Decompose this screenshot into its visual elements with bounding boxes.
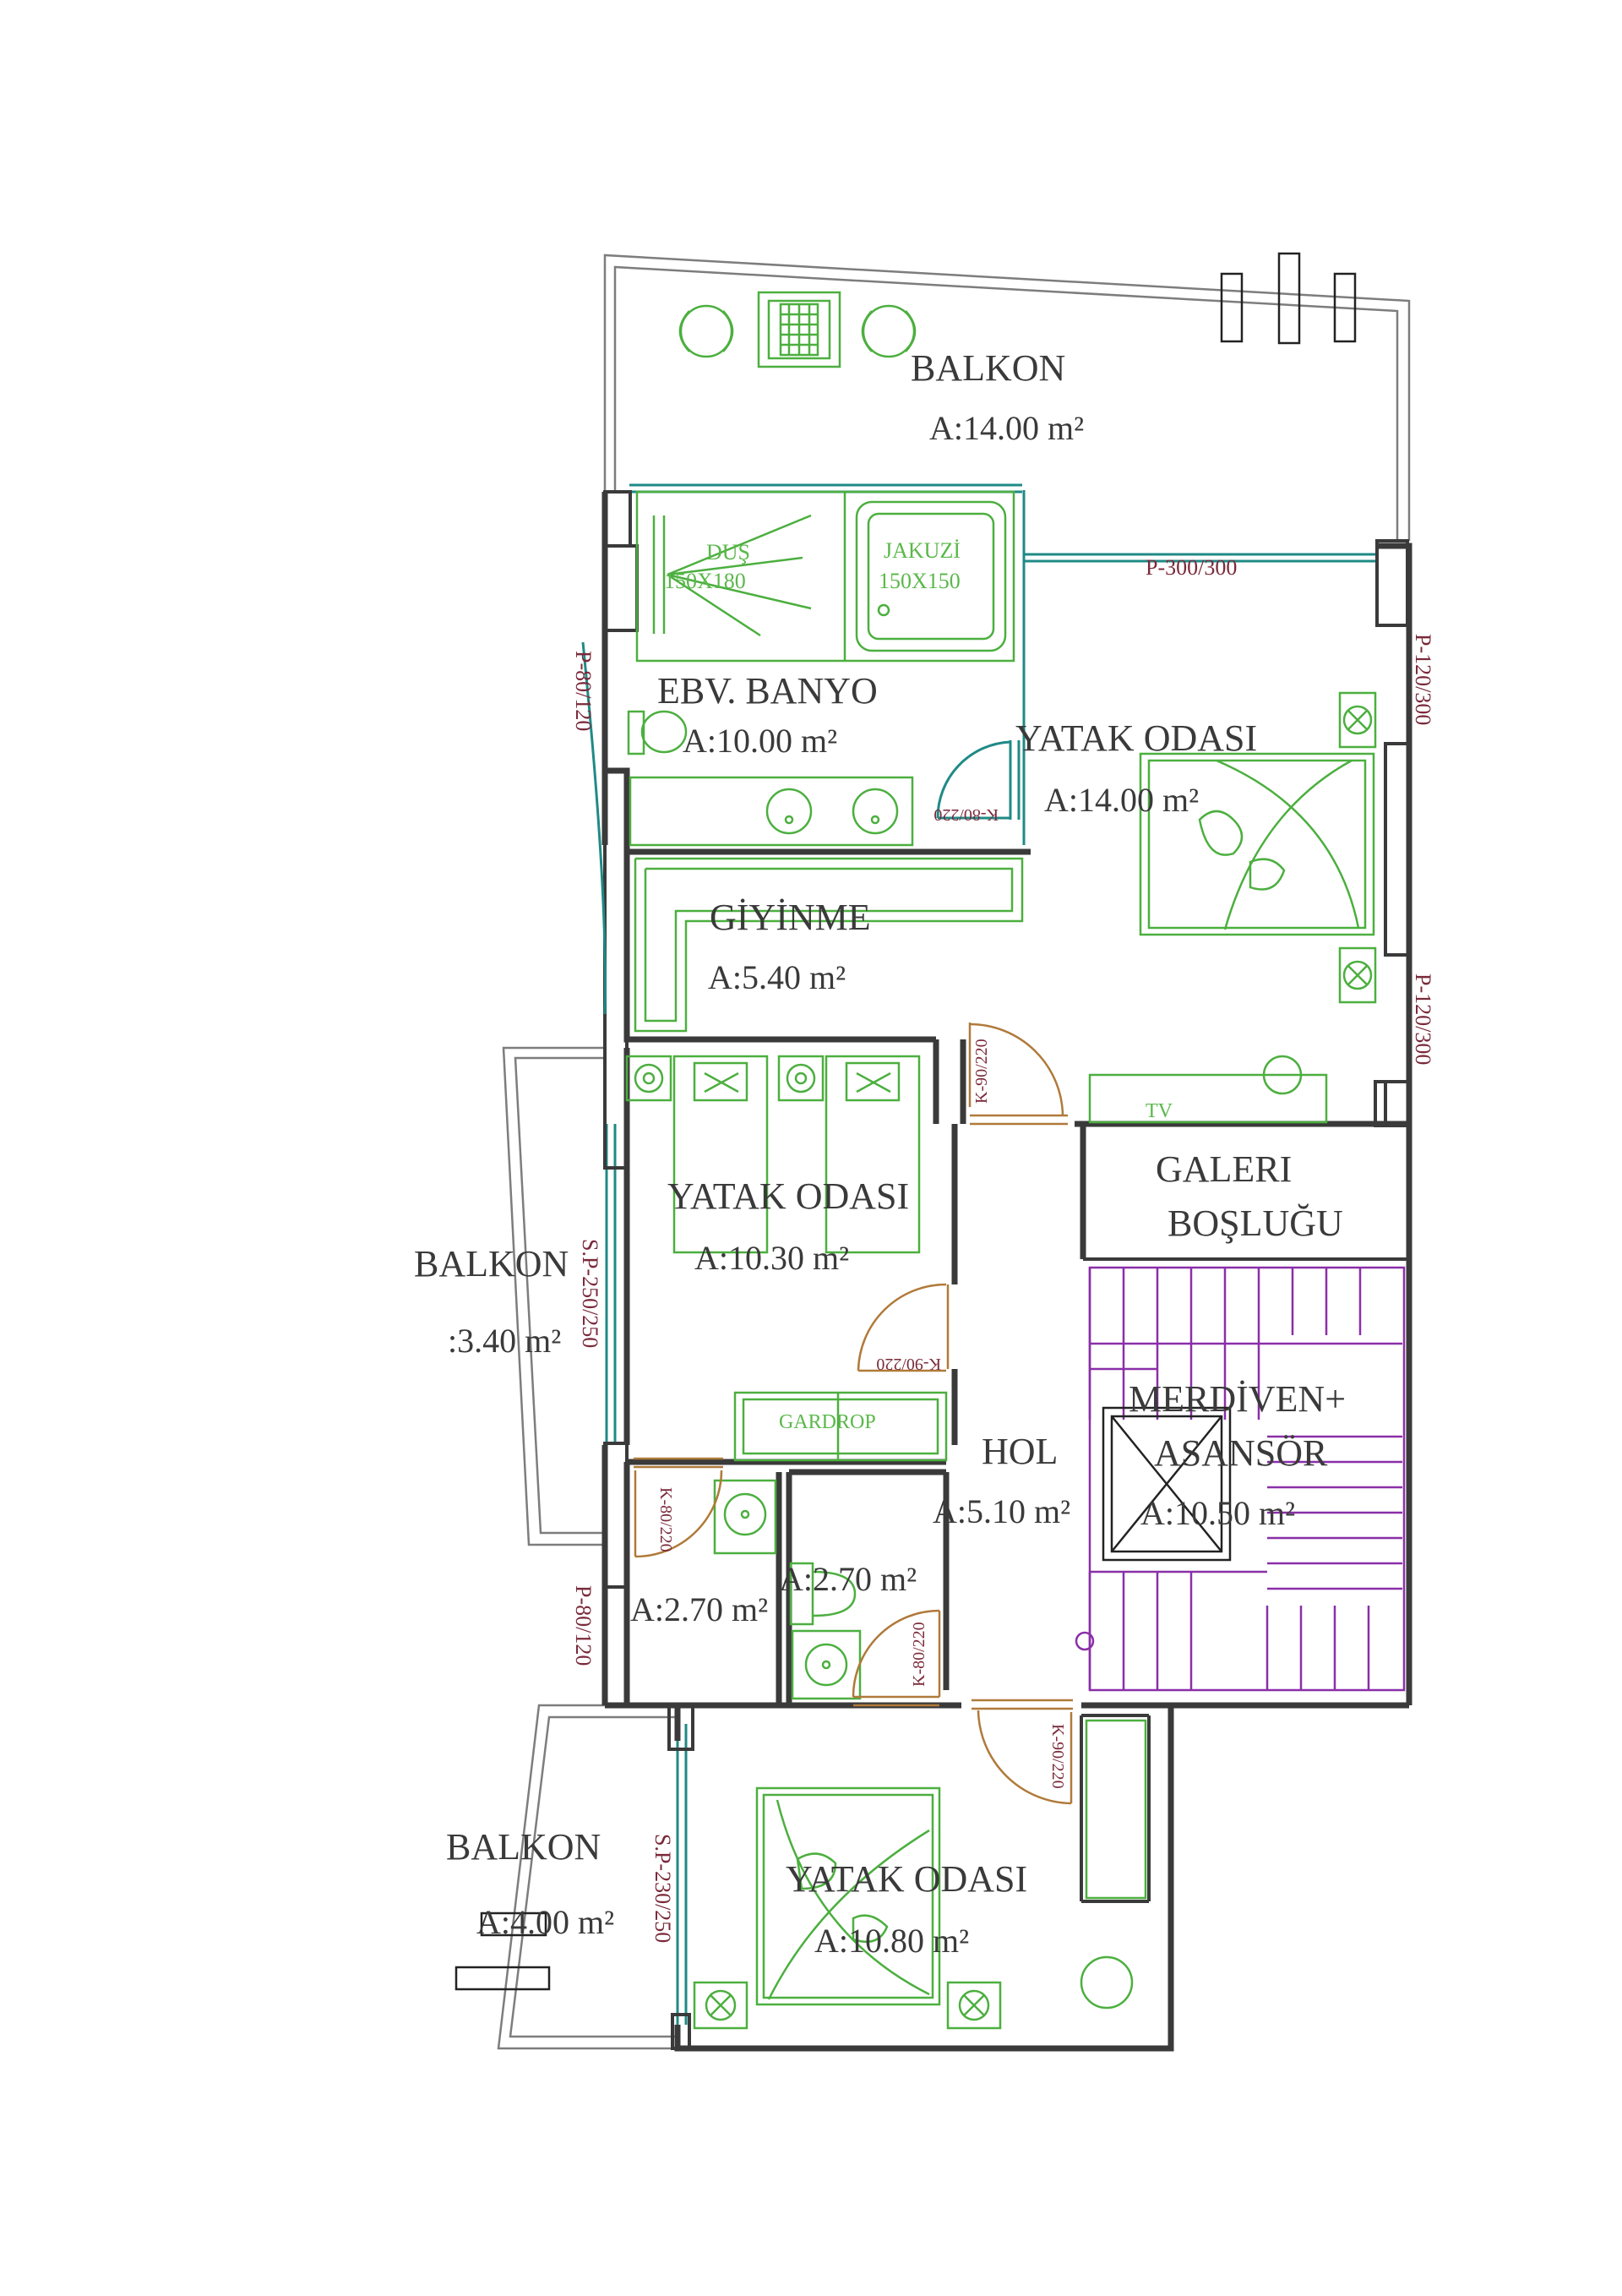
dim-k-80-220-wc1: K-80/220 [656, 1487, 675, 1552]
room-area-merdiven: A:10.50 m² [1140, 1494, 1295, 1532]
label-dus: DUŞ [706, 540, 750, 564]
label-tv: TV [1146, 1100, 1173, 1122]
room-area-wc-right: A:2.70 m² [779, 1560, 917, 1598]
room-name-galeri: GALERI [1156, 1148, 1292, 1190]
dim-sp-250-250: S.P-250/250 [578, 1239, 602, 1348]
room-name-giyinme: GİYİNME [710, 897, 871, 938]
dim-p-300-300: P-300/300 [1146, 555, 1237, 580]
room-name-hol: HOL [982, 1431, 1058, 1472]
dressing-closet [634, 857, 1024, 1033]
room-name-banyo: EBV. BANYO [657, 670, 878, 712]
doors [581, 641, 1073, 1805]
room-name-balkon-left: BALKON [414, 1243, 569, 1284]
dim-p-120-300-a: P-120/300 [1411, 634, 1435, 725]
dim-k-80-220-wc2: K-80/220 [910, 1622, 928, 1687]
room-name-yatak-master: YATAK ODASI [1015, 717, 1257, 759]
room-name-asansor: ASANSÖR [1154, 1432, 1328, 1474]
room-name-balkon-top: BALKON [911, 347, 1065, 389]
dim-k-80-220-banyo: K-80/220 [933, 805, 999, 824]
room-name-yatak-bottom: YATAK ODASI [786, 1858, 1027, 1900]
dim-k-90-220-twin: K-90/220 [876, 1355, 941, 1373]
room-area-banyo: A:10.00 m² [683, 722, 837, 760]
room-labels: BALKON A:14.00 m² EBV. BANYO A:10.00 m² … [414, 347, 1346, 1960]
room-area-hol: A:5.10 m² [933, 1492, 1070, 1530]
dim-p-120-300-b: P-120/300 [1411, 973, 1435, 1065]
label-dus-size: 150X180 [664, 569, 746, 593]
room-area-balkon-top: A:14.00 m² [929, 409, 1084, 447]
room-name-yatak-twin: YATAK ODASI [667, 1175, 909, 1217]
room-area-yatak-twin: A:10.30 m² [694, 1239, 849, 1277]
dim-sp-230-250: S.P-230/250 [650, 1834, 675, 1943]
dim-k-90-220-master: K-90/220 [972, 1039, 991, 1104]
room-name-bosluk: BOŞLUĞU [1168, 1203, 1343, 1244]
room-area-balkon-left: :3.40 m² [448, 1322, 561, 1360]
master-bedroom-furniture [1088, 691, 1377, 1124]
balcony-outlines [497, 254, 1411, 2050]
dimension-labels: P-300/300 P-80/120 P-120/300 P-120/300 S… [571, 555, 1435, 1943]
balcony-furniture [678, 252, 1357, 368]
dim-p-80-120-bottom: P-80/120 [571, 1585, 596, 1666]
dim-p-80-120-top: P-80/120 [571, 651, 596, 731]
fixture-labels: DUŞ 150X180 JAKUZİ 150X150 GARDROP TV [664, 538, 1173, 1433]
room-name-balkon-bottom: BALKON [446, 1826, 601, 1868]
label-jakuzi-size: 150X150 [879, 569, 961, 593]
room-area-balkon-bottom: A:4.00 m² [476, 1903, 614, 1941]
dim-k-90-220-bottom: K-90/220 [1048, 1724, 1067, 1789]
wc-fixtures [713, 1479, 862, 1700]
label-gardrop: GARDROP [779, 1411, 876, 1433]
room-area-wc-left: A:2.70 m² [630, 1590, 768, 1628]
room-area-yatak-master: A:14.00 m² [1044, 781, 1199, 819]
room-area-yatak-bottom: A:10.80 m² [814, 1922, 969, 1960]
twin-bedroom-furniture [625, 1055, 948, 1462]
room-area-giyinme: A:5.40 m² [708, 958, 846, 996]
bathroom-fixtures [627, 490, 1015, 847]
bottom-balcony-bench [454, 1912, 551, 1991]
room-name-merdiven: MERDİVEN+ [1129, 1378, 1346, 1420]
lower-bedroom-furniture [693, 1719, 1147, 2030]
label-jakuzi: JAKUZİ [884, 538, 961, 563]
stair-elevator [1075, 1266, 1406, 1692]
